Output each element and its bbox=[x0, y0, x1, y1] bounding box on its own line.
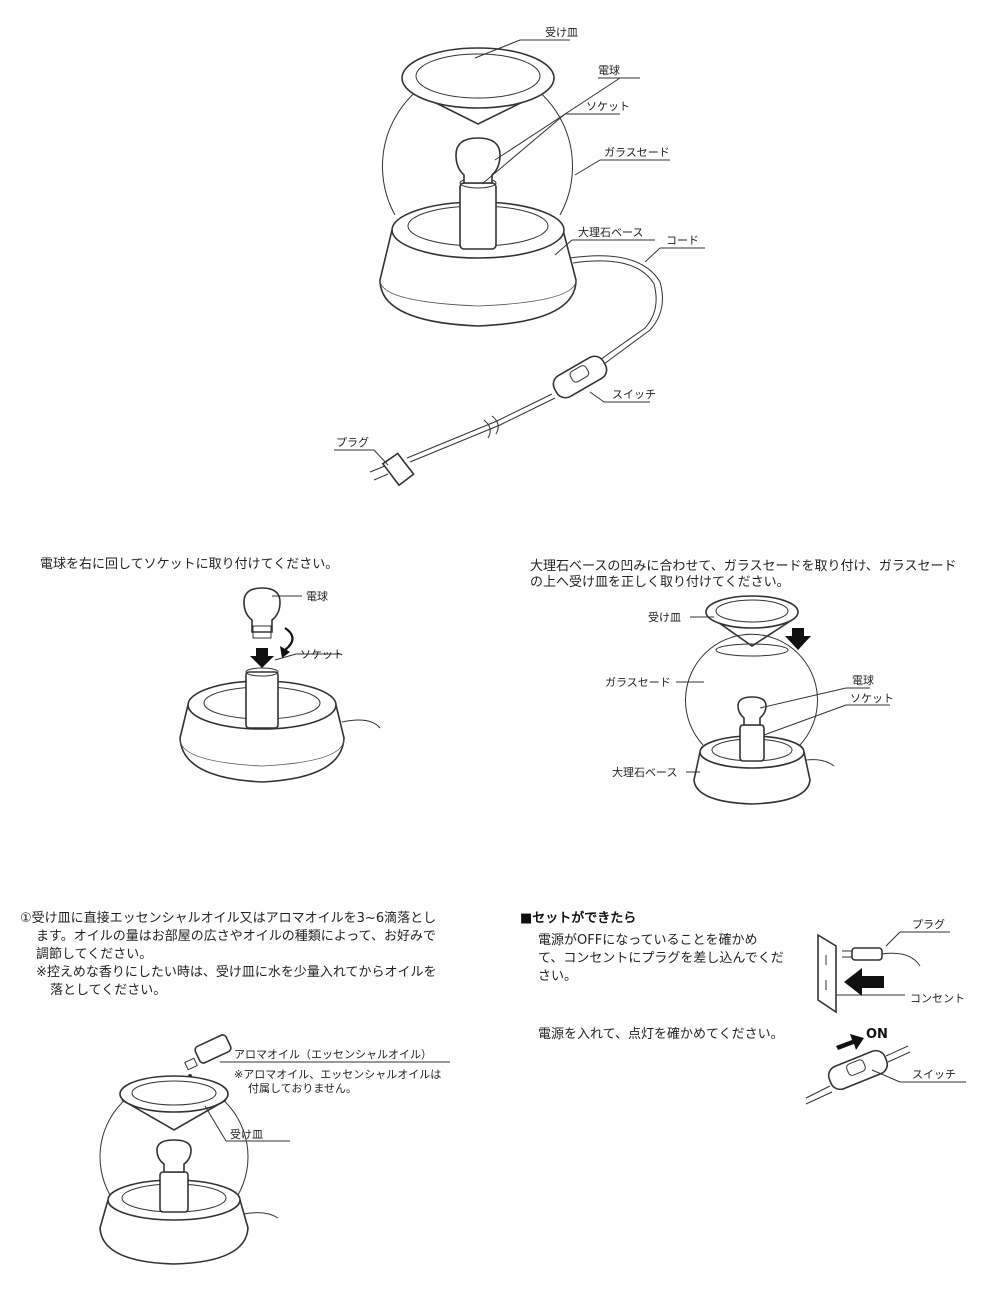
label-saucer: 受け皿 bbox=[545, 26, 578, 39]
step3-note-line1: ※アロマオイル、エッセンシャルオイルは bbox=[234, 1068, 441, 1081]
label-socket: ソケット bbox=[586, 100, 630, 113]
step4-line1: 電源がOFFになっていることを確かめ bbox=[538, 932, 758, 948]
step1-section: 電球を右に回してソケットに取り付けてください。 電球 ソケット bbox=[40, 557, 381, 783]
step3-socket bbox=[159, 1171, 189, 1213]
step3-label-saucer: 受け皿 bbox=[230, 1128, 263, 1141]
step4-plug-icon bbox=[842, 947, 921, 967]
step2-section: 大理石ベースの凹みに合わせて、ガラスセードを取り付け、ガラスセード の上へ受け皿… bbox=[530, 559, 957, 805]
socket bbox=[459, 177, 497, 250]
step3-line5: 落としてください。 bbox=[50, 983, 166, 998]
step2-glass-shade bbox=[685, 633, 818, 746]
down-arrow-icon bbox=[785, 628, 811, 650]
step4-label-switch: スイッチ bbox=[912, 1068, 956, 1081]
cord bbox=[406, 255, 663, 463]
label-glass-shade: ガラスセード bbox=[604, 146, 670, 159]
step3-note-line2: 付属しておりません。 bbox=[248, 1082, 357, 1095]
step1-base bbox=[179, 680, 381, 783]
step3-saucer bbox=[119, 1075, 229, 1131]
step2-label-saucer: 受け皿 bbox=[648, 611, 681, 624]
step3-label-aroma-oil: アロマオイル（エッセンシャルオイル） bbox=[234, 1048, 432, 1061]
step1-label-bulb: 電球 bbox=[306, 589, 328, 603]
step3-line4: ※控えめな香りにしたい時は、受け皿に水を少量入れてからオイルを bbox=[36, 965, 437, 980]
step3-base bbox=[99, 1179, 279, 1265]
outlet-icon bbox=[817, 933, 837, 1014]
step2-bulb bbox=[737, 696, 767, 726]
step4-label-on: ON bbox=[866, 1027, 888, 1042]
label-marble-base: 大理石ベース bbox=[578, 225, 643, 239]
step2-instruction-line1: 大理石ベースの凹みに合わせて、ガラスセードを取り付け、ガラスセード bbox=[530, 559, 957, 574]
switch bbox=[552, 355, 608, 399]
step2-label-socket: ソケット bbox=[850, 692, 894, 705]
step2-label-glass-shade: ガラスセード bbox=[605, 676, 671, 689]
down-arrow-icon bbox=[250, 648, 274, 668]
step4-line3: さい。 bbox=[538, 969, 577, 984]
step2-label-bulb: 電球 bbox=[852, 673, 874, 687]
step4-line2: て、コンセントにプラグを差し込んでくだ bbox=[538, 951, 784, 966]
step2-socket bbox=[739, 724, 765, 762]
rotate-arrow-icon bbox=[280, 627, 294, 658]
step1-label-socket: ソケット bbox=[300, 648, 344, 661]
label-switch: スイッチ bbox=[612, 388, 656, 401]
plug bbox=[369, 452, 415, 487]
step3-line1: ①受け皿に直接エッセンシャルオイル又はアロマオイルを3~6滴落とし bbox=[20, 910, 436, 926]
step4-heading: ■セットができたら bbox=[520, 910, 636, 926]
label-cord: コード bbox=[666, 234, 699, 247]
step4-label-outlet: コンセント bbox=[910, 992, 965, 1005]
step2-instruction-line2: の上へ受け皿を正しく取り付けてください。 bbox=[530, 575, 790, 590]
step3-line3: 調節してください。 bbox=[36, 947, 152, 962]
step1-instruction: 電球を右に回してソケットに取り付けてください。 bbox=[40, 557, 338, 572]
step2-saucer bbox=[705, 595, 799, 647]
label-bulb: 電球 bbox=[598, 63, 620, 77]
step1-bulb bbox=[243, 587, 281, 639]
label-plug: プラグ bbox=[336, 435, 369, 449]
left-arrow-icon bbox=[844, 968, 884, 996]
bulb bbox=[455, 137, 501, 184]
main-lamp-diagram: 受け皿 電球 ソケット ガラスセード 大理石ベース コード スイッチ プラグ bbox=[334, 26, 705, 487]
step3-line2: ます。オイルの量はお部屋の広さやオイルの種類によって、お好みで bbox=[36, 928, 436, 944]
step4-label-plug: プラグ bbox=[912, 917, 945, 931]
step3-bulb bbox=[156, 1139, 192, 1173]
on-arrow-icon bbox=[836, 1034, 864, 1050]
step3-section: ①受け皿に直接エッセンシャルオイル又はアロマオイルを3~6滴落とし ます。オイル… bbox=[20, 910, 450, 1265]
main-leader-lines bbox=[334, 39, 705, 466]
step2-label-marble-base: 大理石ベース bbox=[612, 765, 677, 779]
step1-socket bbox=[245, 667, 279, 729]
step4-switch-icon bbox=[805, 1045, 911, 1105]
step4-line4: 電源を入れて、点灯を確かめてください。 bbox=[538, 1026, 784, 1042]
step4-section: ■セットができたら 電源がOFFになっていることを確かめ て、コンセントにプラグ… bbox=[520, 910, 966, 1105]
saucer bbox=[401, 47, 555, 125]
